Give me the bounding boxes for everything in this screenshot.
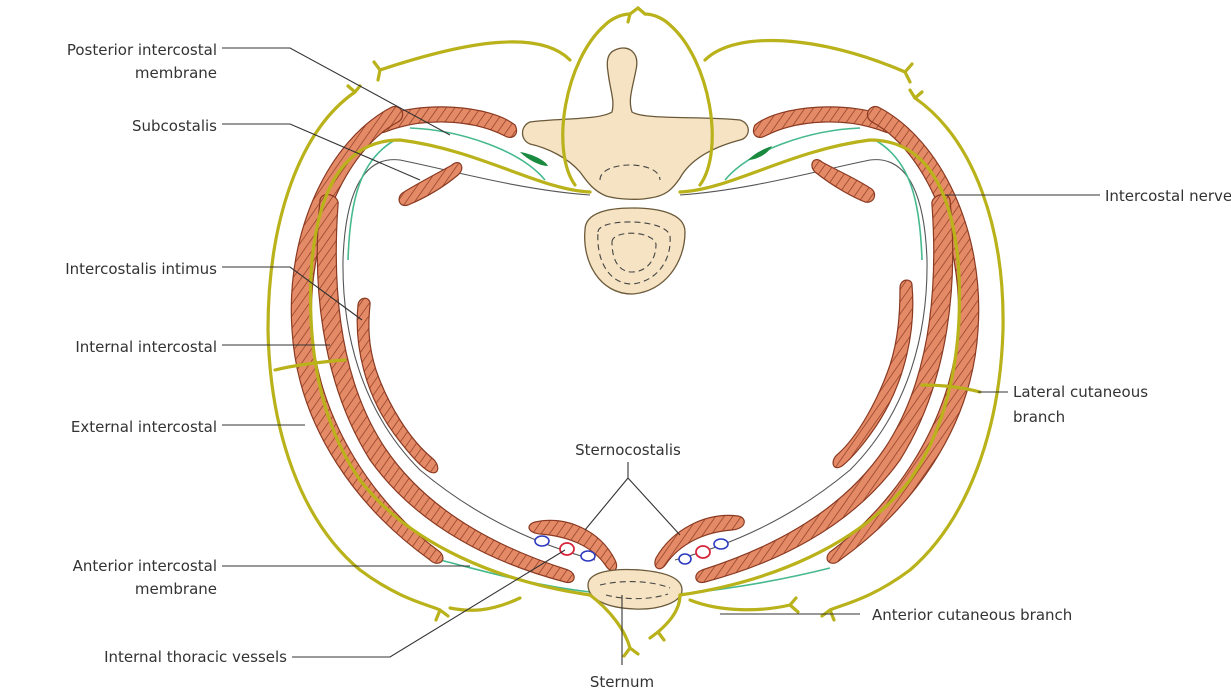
anterior-branch-right-outer bbox=[690, 600, 790, 610]
label-posterior-intercostal-membrane-line1: Posterior intercostal bbox=[67, 41, 217, 59]
label-intercostal-nerve: Intercostal nerve bbox=[1105, 187, 1231, 205]
nerve-tip-2 bbox=[905, 64, 912, 82]
label-sternum: Sternum bbox=[590, 673, 654, 691]
nerve-tip-10 bbox=[650, 632, 664, 640]
nerve-tip-9 bbox=[624, 648, 638, 656]
label-external-intercostal: External intercostal bbox=[71, 418, 217, 436]
leader-sternocostalis bbox=[585, 462, 680, 535]
subcostalis-left bbox=[399, 163, 462, 206]
nerve-tip-4 bbox=[638, 8, 645, 14]
green-ligament-right bbox=[748, 146, 772, 160]
label-anterior-intercostal-membrane-line1: Anterior intercostal bbox=[73, 557, 217, 575]
nerve-tip-7 bbox=[436, 610, 448, 620]
vertebral-body bbox=[585, 208, 685, 294]
posterior-ramus-left-outer bbox=[380, 42, 570, 70]
vein-right-2 bbox=[714, 539, 728, 549]
label-sternocostalis: Sternocostalis bbox=[575, 441, 681, 459]
nerve-tip-8 bbox=[822, 610, 834, 620]
label-internal-intercostal: Internal intercostal bbox=[75, 338, 217, 356]
vein-right-1 bbox=[679, 554, 691, 564]
anterior-branch-left-outer bbox=[450, 598, 520, 610]
nerve-tip-11 bbox=[790, 598, 798, 612]
label-subcostalis: Subcostalis bbox=[132, 117, 217, 135]
label-posterior-intercostal-membrane-line2: membrane bbox=[135, 64, 217, 82]
label-lateral-cutaneous-branch-line2: branch bbox=[1013, 408, 1065, 426]
artery-left bbox=[560, 543, 574, 555]
label-internal-thoracic-vessels: Internal thoracic vessels bbox=[104, 648, 287, 666]
posterior-ramus-right-outer bbox=[705, 40, 905, 72]
label-anterior-intercostal-membrane-line2: membrane bbox=[135, 580, 217, 598]
label-anterior-cutaneous-branch: Anterior cutaneous branch bbox=[872, 606, 1072, 624]
vein-left-2 bbox=[581, 551, 595, 561]
nerve-tip-6 bbox=[910, 90, 922, 98]
nerves bbox=[268, 8, 1003, 656]
nerve-tip-3 bbox=[628, 8, 638, 22]
vertebral-arch bbox=[523, 48, 749, 199]
nerve-tip-1 bbox=[374, 62, 380, 80]
label-intercostalis-intimus: Intercostalis intimus bbox=[65, 260, 217, 278]
artery-right bbox=[696, 546, 710, 558]
green-ligament-left bbox=[520, 152, 548, 166]
vertebra bbox=[523, 48, 749, 294]
nerve-tip-5 bbox=[348, 86, 360, 92]
label-lateral-cutaneous-branch-line1: Lateral cutaneous bbox=[1013, 383, 1148, 401]
vein-left-1 bbox=[535, 536, 549, 546]
leader-subcostalis bbox=[222, 124, 420, 180]
